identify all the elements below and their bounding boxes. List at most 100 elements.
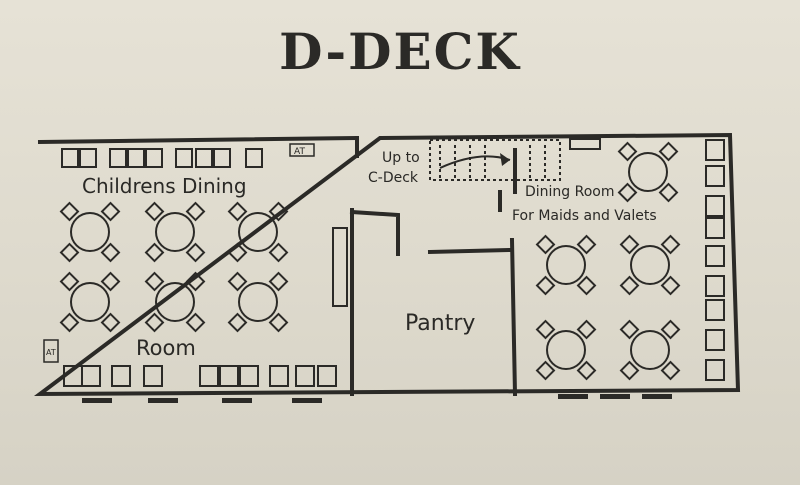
staircase (429, 139, 561, 181)
round-table (238, 212, 278, 252)
wall-seat (705, 329, 725, 351)
door-step (642, 394, 672, 399)
at-marker-top: AT (294, 147, 305, 157)
wall-seat (705, 195, 725, 217)
chair (619, 234, 640, 255)
round-table (155, 282, 195, 322)
round-table (70, 282, 110, 322)
door-step (558, 394, 588, 399)
wall-seat (317, 365, 337, 387)
label-childrens-dining: Childrens Dining (82, 174, 247, 198)
chair (617, 182, 638, 203)
chair (144, 242, 165, 263)
chair (227, 312, 248, 333)
wall-seat (79, 148, 97, 168)
chair (227, 242, 248, 263)
round-table (630, 330, 670, 370)
wall-seat (295, 365, 315, 387)
hull-wall (33, 132, 741, 397)
wall-seat (705, 165, 725, 187)
wall-seat (127, 148, 145, 168)
chair (660, 319, 681, 340)
wall-seat (195, 148, 213, 168)
round-table (70, 212, 110, 252)
chair (619, 319, 640, 340)
chair (535, 234, 556, 255)
chair (660, 360, 681, 381)
wall-seat (175, 148, 193, 168)
chair (59, 242, 80, 263)
chair (268, 201, 289, 222)
wall-seat (705, 245, 725, 267)
chair (59, 312, 80, 333)
chair (617, 141, 638, 162)
pantry-wall (349, 209, 400, 256)
chair (268, 271, 289, 292)
stair-arrow-head (500, 153, 510, 166)
chair (576, 360, 597, 381)
wall-seat (239, 365, 259, 387)
round-table (546, 330, 586, 370)
chair (535, 319, 556, 340)
chair (185, 201, 206, 222)
round-table (546, 245, 586, 285)
chair (268, 242, 289, 263)
chair (535, 275, 556, 296)
pantry-top-wall (427, 247, 513, 255)
cabinet-left (332, 227, 348, 307)
wall-seat (109, 148, 127, 168)
wall-seat (705, 275, 725, 297)
chair (144, 271, 165, 292)
chair (100, 242, 121, 263)
chair (576, 234, 597, 255)
chair (59, 201, 80, 222)
chair (144, 312, 165, 333)
wall-seat (213, 148, 231, 168)
cabinet-top (569, 138, 601, 150)
round-table (630, 245, 670, 285)
chair (185, 242, 206, 263)
chair (619, 275, 640, 296)
wall-seat (245, 148, 263, 168)
wall-seat (705, 299, 725, 321)
label-stairs-line2: C-Deck (368, 170, 419, 186)
partition-left (350, 136, 359, 396)
label-pantry: Pantry (405, 311, 475, 336)
label-maids-dining-line1: Dining Room (525, 184, 615, 200)
door-step (148, 398, 178, 403)
deck-title: D-DECK (279, 22, 521, 81)
round-table (155, 212, 195, 252)
door-step (292, 398, 322, 403)
wall-seat (219, 365, 239, 387)
door-step (82, 398, 112, 403)
chair (268, 312, 289, 333)
wall-seat (705, 359, 725, 381)
at-marker-box (289, 143, 315, 157)
door-step (600, 394, 630, 399)
door-step (222, 398, 252, 403)
wall-seat (705, 139, 725, 161)
round-table (628, 152, 668, 192)
stair-rail (498, 148, 517, 212)
wall-seat (61, 148, 79, 168)
chair (100, 201, 121, 222)
label-maids-dining-line2: For Maids and Valets (512, 208, 657, 224)
partition-right (509, 237, 518, 397)
wall-seat (199, 365, 219, 387)
chair (658, 141, 679, 162)
label-stairs-line1: Up to (382, 150, 420, 166)
wall-seat (111, 365, 131, 387)
chair (227, 201, 248, 222)
chair (185, 271, 206, 292)
stair-arrow (439, 155, 511, 169)
chair (660, 275, 681, 296)
wall-seat (143, 365, 163, 387)
chair (619, 360, 640, 381)
wall-seat (81, 365, 101, 387)
chair (100, 312, 121, 333)
chair (185, 312, 206, 333)
chair (100, 271, 121, 292)
chair (535, 360, 556, 381)
chair (227, 271, 248, 292)
